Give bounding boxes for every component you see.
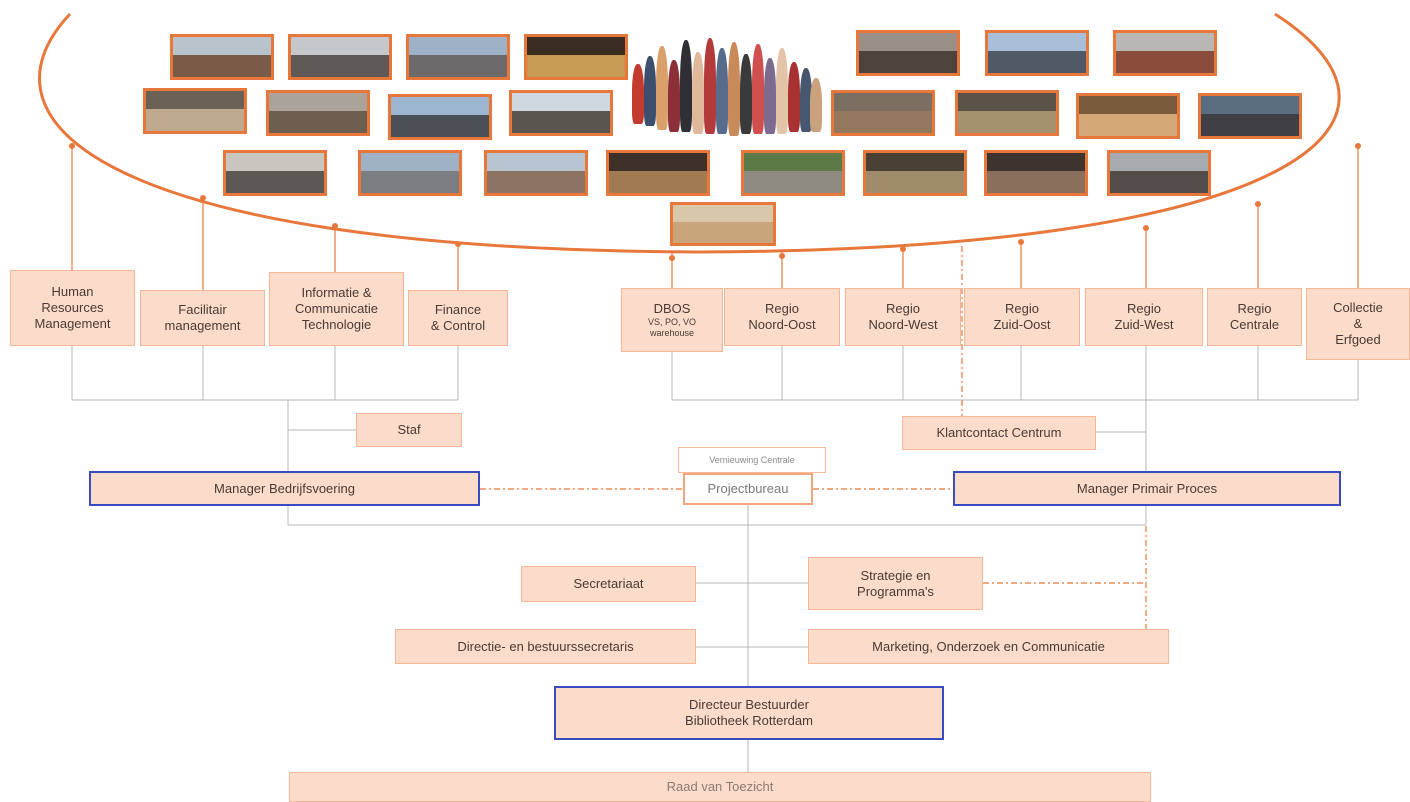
klantcontact-centrum-box: Klantcontact Centrum — [902, 416, 1096, 450]
location-photo — [358, 150, 462, 196]
dashed-links — [480, 246, 1147, 632]
dept-human-resources: Human Resources Management — [10, 270, 135, 346]
dept-dbos: DBOS VS, PO, VO warehouse — [621, 288, 723, 352]
manager-primair-proces-box: Manager Primair Proces — [953, 471, 1341, 506]
location-photo — [1076, 93, 1180, 139]
location-photo — [670, 202, 776, 246]
dept-regio-noord-west: Regio Noord-West — [845, 288, 961, 346]
dept-regio-noord-oost: Regio Noord-Oost — [724, 288, 840, 346]
ellipse-connector-dots — [69, 143, 1361, 261]
location-photo — [1113, 30, 1217, 76]
dept-regio-zuid-west: Regio Zuid-West — [1085, 288, 1203, 346]
location-photo — [223, 150, 327, 196]
secretariaat-box: Secretariaat — [521, 566, 696, 602]
dept-facilitair: Facilitair management — [140, 290, 265, 346]
dbos-subtitle: VS, PO, VO warehouse — [647, 317, 696, 338]
location-photo — [266, 90, 370, 136]
location-photo — [406, 34, 510, 80]
dept-regio-zuid-oost: Regio Zuid-Oost — [964, 288, 1080, 346]
locations-ellipse — [38, 12, 1341, 254]
marketing-onderzoek-communicatie-box: Marketing, Onderzoek en Communicatie — [808, 629, 1169, 664]
directie-bestuurssecretaris-box: Directie- en bestuurssecretaris — [395, 629, 696, 664]
location-photo — [388, 94, 492, 140]
vernieuwing-centrale-label: Vernieuwing Centrale — [678, 447, 826, 473]
manager-bedrijfsvoering-box: Manager Bedrijfsvoering — [89, 471, 480, 506]
people-crowd-illustration — [628, 34, 824, 146]
directeur-bestuurder-box: Directeur Bestuurder Bibliotheek Rotterd… — [554, 686, 944, 740]
location-photo — [831, 90, 935, 136]
dept-collectie-erfgoed: Collectie & Erfgoed — [1306, 288, 1410, 360]
location-photo — [170, 34, 274, 80]
location-photo — [509, 90, 613, 136]
location-photo — [984, 150, 1088, 196]
location-photo — [288, 34, 392, 80]
dept-finance: Finance & Control — [408, 290, 508, 346]
location-photo — [955, 90, 1059, 136]
dept-ict: Informatie & Communicatie Technologie — [269, 272, 404, 346]
dept-regio-centrale: Regio Centrale — [1207, 288, 1302, 346]
org-lines — [71, 346, 1359, 772]
staf-box: Staf — [356, 413, 462, 447]
location-photo — [484, 150, 588, 196]
location-photo — [856, 30, 960, 76]
location-photo — [863, 150, 967, 196]
raad-van-toezicht-box: Raad van Toezicht — [289, 772, 1151, 802]
location-photo — [741, 150, 845, 196]
location-photo — [524, 34, 628, 80]
strategie-programmas-box: Strategie en Programma's — [808, 557, 983, 610]
dbos-title: DBOS — [653, 301, 691, 316]
location-photo — [143, 88, 247, 134]
projectbureau-box: Projectbureau — [683, 473, 813, 505]
location-photo — [1107, 150, 1211, 196]
location-photo — [985, 30, 1089, 76]
location-photo — [606, 150, 710, 196]
location-photo — [1198, 93, 1302, 139]
